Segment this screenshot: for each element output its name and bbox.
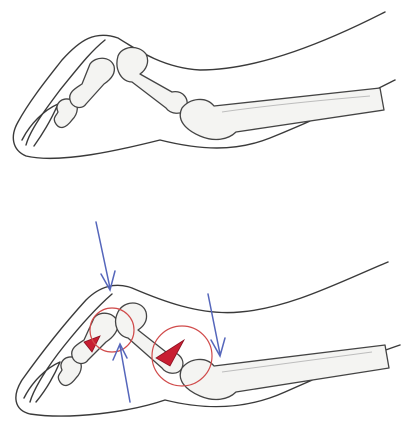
arrow-top-down [96,222,115,290]
normal-thumb-panel [13,12,395,158]
affected-thumb-panel [16,222,400,416]
forearm-bone-top [180,88,384,139]
proximal-phalanx-top [70,58,115,107]
nail-bottom [24,362,60,402]
arrow-bottom-up [113,344,130,402]
